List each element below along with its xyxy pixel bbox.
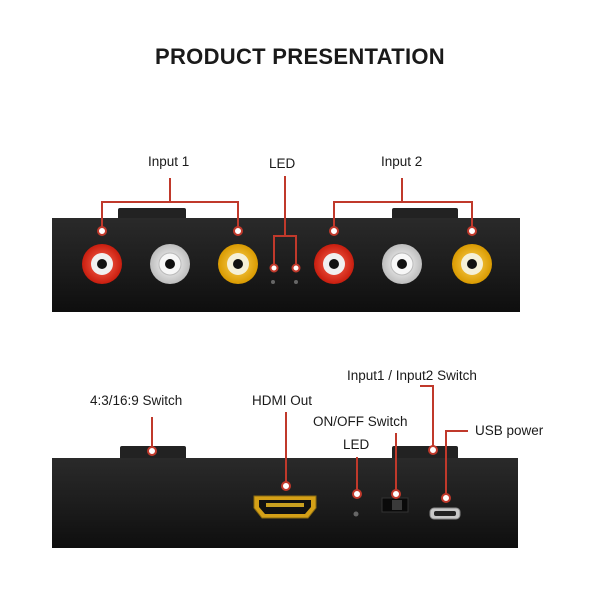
rca-white-input1 bbox=[150, 244, 190, 284]
top-callouts bbox=[101, 176, 473, 266]
page-title: PRODUCT PRESENTATION bbox=[155, 44, 445, 69]
rca-red-input2 bbox=[314, 244, 354, 284]
rca-yellow-input2 bbox=[452, 244, 492, 284]
label-aspect-switch: 4:3/16:9 Switch bbox=[90, 393, 183, 408]
label-usb-power: USB power bbox=[475, 423, 544, 438]
usb-leader bbox=[445, 430, 468, 496]
label-input1: Input 1 bbox=[148, 154, 190, 169]
rca-red-input1 bbox=[82, 244, 122, 284]
label-power-switch: ON/OFF Switch bbox=[313, 414, 408, 429]
led-2 bbox=[294, 280, 298, 284]
top-device bbox=[52, 208, 520, 312]
bottom-led bbox=[353, 511, 359, 517]
input-switch-leader bbox=[420, 385, 434, 448]
led-1 bbox=[271, 280, 275, 284]
bottom-callouts bbox=[151, 385, 468, 496]
hdmi-port bbox=[253, 495, 317, 519]
top-callout-dots bbox=[97, 226, 477, 273]
label-led-bottom: LED bbox=[343, 437, 370, 452]
label-input-switch: Input1 / Input2 Switch bbox=[347, 368, 477, 383]
usb-port bbox=[429, 507, 461, 520]
label-hdmi-out: HDMI Out bbox=[252, 393, 313, 408]
label-input2: Input 2 bbox=[381, 154, 423, 169]
label-led-top: LED bbox=[269, 156, 296, 171]
rca-white-input2 bbox=[382, 244, 422, 284]
power-switch bbox=[381, 497, 409, 513]
rca-yellow-input1 bbox=[218, 244, 258, 284]
bottom-callout-dots bbox=[147, 445, 451, 503]
input-switch-bump bbox=[392, 446, 458, 460]
